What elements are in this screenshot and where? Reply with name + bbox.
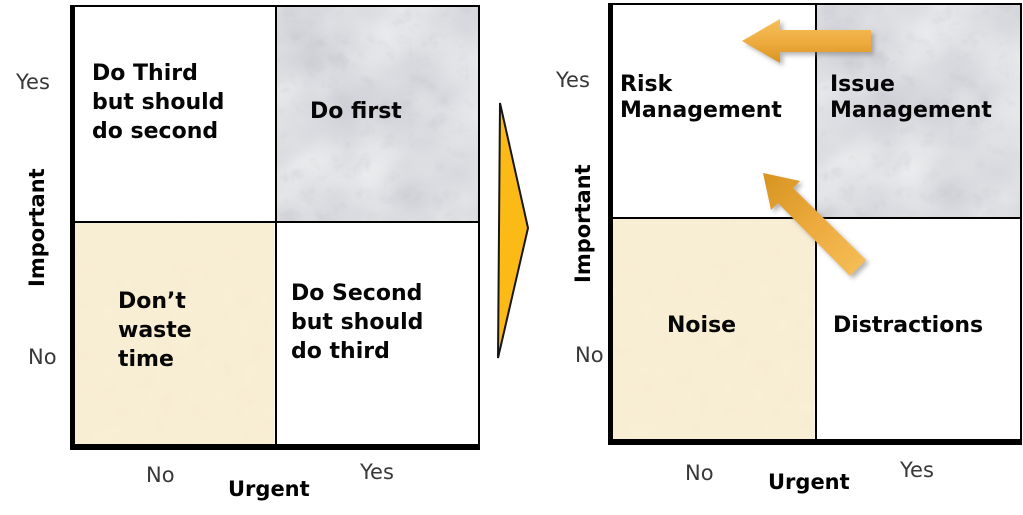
left-quadrant-label-do-third: Do Third but should do second: [92, 61, 225, 145]
left-y-axis-no-label: No: [28, 345, 57, 369]
left-matrix: [70, 5, 480, 450]
left-quadrant-label-do-second: Do Second but should do third: [291, 281, 424, 365]
right-matrix: [608, 3, 1022, 445]
right-y-axis-yes-label: Yes: [556, 68, 590, 92]
right-quadrant-label-distractions: Distractions: [833, 313, 984, 338]
right-x-axis-yes-label: Yes: [900, 458, 934, 482]
right-quadrant-label-risk-management: Risk Management: [620, 72, 782, 123]
right-y-axis-title: Important: [571, 164, 595, 283]
left-quadrant-important-urgent: [276, 7, 478, 223]
right-x-axis-title: Urgent: [768, 470, 850, 494]
left-quadrant-important-not-urgent: [75, 7, 277, 223]
left-y-axis-yes-label: Yes: [16, 70, 50, 94]
left-quadrant-not-important-not-urgent: [75, 223, 277, 444]
parchment-texture: [75, 223, 275, 444]
left-quadrant-not-important-urgent: [276, 223, 478, 444]
right-x-axis-no-label: No: [685, 461, 714, 485]
left-quadrant-label-do-first: Do first: [310, 99, 402, 124]
right-quadrant-label-noise: Noise: [667, 313, 737, 338]
left-quadrant-label-dont-waste-time: Don’t waste time: [118, 289, 192, 373]
left-x-axis-title: Urgent: [228, 477, 310, 501]
right-y-axis-no-label: No: [575, 343, 604, 367]
left-x-axis-yes-label: Yes: [360, 460, 394, 484]
transition-arrow-icon: [497, 102, 530, 359]
right-quadrant-noise: [613, 219, 817, 439]
right-quadrant-label-issue-management: Issue Management: [830, 72, 992, 123]
left-y-axis-title: Important: [25, 168, 49, 287]
marble-texture: [276, 7, 478, 221]
left-x-axis-no-label: No: [146, 463, 175, 487]
